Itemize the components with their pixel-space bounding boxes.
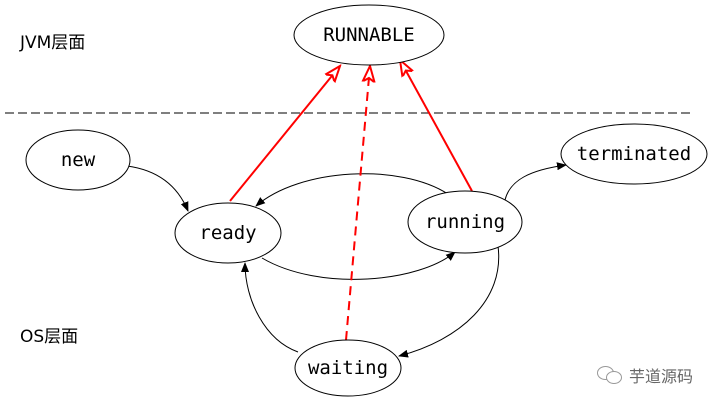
edge-ready-to-running bbox=[261, 251, 456, 280]
node-new: new bbox=[25, 129, 131, 191]
watermark-text: 芋道源码 bbox=[629, 367, 694, 386]
node-running: running bbox=[407, 190, 523, 254]
jvm-layer-label: JVM层面 bbox=[19, 33, 85, 53]
node-running-label: running bbox=[425, 211, 505, 233]
edge-ready-to-runnable bbox=[229, 66, 340, 202]
edge-waiting-to-ready bbox=[241, 262, 299, 353]
edge-running-to-terminated bbox=[504, 162, 567, 201]
node-terminated: terminated bbox=[560, 123, 708, 185]
node-waiting-label: waiting bbox=[308, 357, 388, 379]
node-waiting: waiting bbox=[294, 339, 402, 397]
edge-new-to-ready bbox=[126, 165, 189, 212]
node-new-label: new bbox=[61, 149, 96, 171]
node-runnable-label: RUNNABLE bbox=[323, 24, 415, 46]
edge-running-to-ready bbox=[255, 173, 449, 207]
edge-waiting-to-runnable bbox=[345, 66, 370, 341]
node-runnable: RUNNABLE bbox=[293, 4, 445, 66]
wechat-icon bbox=[597, 366, 623, 384]
edge-running-to-waiting bbox=[398, 245, 500, 358]
node-ready: ready bbox=[174, 202, 282, 264]
edge-running-to-runnable bbox=[400, 60, 473, 192]
watermark: 芋道源码 bbox=[597, 363, 693, 387]
os-layer-label: OS层面 bbox=[20, 327, 78, 347]
node-ready-label: ready bbox=[199, 222, 256, 244]
node-terminated-label: terminated bbox=[577, 143, 691, 165]
